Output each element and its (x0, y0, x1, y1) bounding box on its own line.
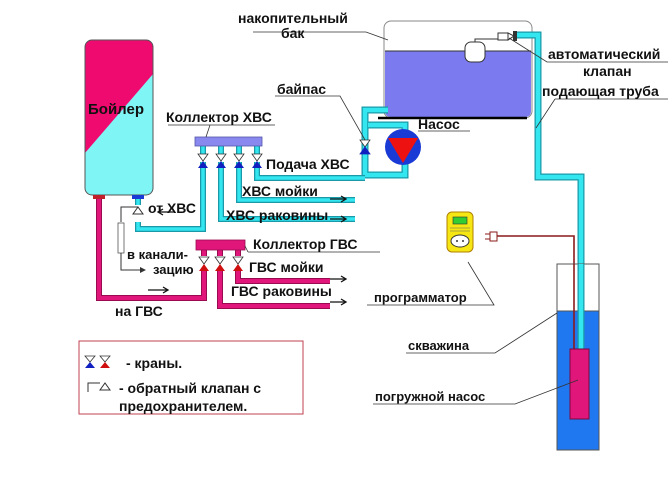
cold-pipes (135, 146, 365, 232)
programmer-label: программатор (374, 290, 467, 305)
legend-valve-red-icon (99, 355, 111, 368)
from-cold-label: от ХВС (148, 200, 196, 216)
submersible-pump-label: погружной насос (375, 389, 485, 404)
cold-collector-label: Коллектор ХВС (166, 109, 272, 125)
well-label: скважина (408, 338, 470, 353)
supply-pipe (517, 31, 585, 358)
hot-kitchen-sink-label: ГВС мойки (249, 259, 323, 275)
tank-label-line1: накопительный (238, 10, 348, 26)
legend-item-check-valve: - обратный клапан с (119, 380, 261, 396)
tank-label-line2: бак (281, 25, 305, 41)
to-hot-label: на ГВС (115, 303, 163, 319)
storage-tank (378, 20, 533, 120)
programmer-icon (446, 211, 474, 253)
float-icon (464, 41, 486, 63)
cold-supply-label: Подача ХВС (266, 156, 350, 172)
hot-collector-label: Коллектор ГВС (253, 236, 357, 252)
auto-valve-label-line2: клапан (583, 63, 632, 79)
pump-icon (385, 129, 421, 165)
valve-icon (198, 256, 210, 271)
valve-icon (233, 153, 245, 168)
valve-icon (251, 153, 263, 168)
hot-collector (195, 239, 246, 251)
valve-icon (214, 256, 226, 271)
hot-valves (198, 256, 244, 271)
cold-valves (197, 153, 263, 168)
valve-icon (215, 153, 227, 168)
auto-valve-icon (497, 31, 517, 41)
hot-bath-sink-label: ГВС раковины (231, 283, 332, 299)
supply-pipe-label: подающая труба (542, 83, 659, 99)
to-sewer-label-line1: в канали- (127, 247, 188, 262)
cold-kitchen-sink-label: ХВС мойки (242, 183, 318, 199)
check-valve-icon (117, 206, 146, 273)
legend: - краны. - обратный клапан с предохранит… (78, 340, 304, 415)
power-plug-icon (485, 231, 498, 242)
legend-item-check-valve-cont: предохранителем. (119, 398, 247, 414)
cold-bath-sink-label: ХВС раковины (226, 207, 328, 223)
hot-pipes (96, 199, 330, 309)
auto-valve-label-line1: автоматический (548, 46, 660, 62)
flow-arrows (148, 195, 348, 306)
cold-collector (194, 136, 263, 147)
pump-label: Насос (418, 116, 460, 132)
legend-item-valves: - краны. (126, 355, 182, 371)
submersible-pump-icon (569, 348, 590, 420)
bypass-label: байпас (277, 81, 326, 97)
valve-icon (232, 256, 244, 271)
boiler-label: Бойлер (88, 101, 144, 118)
valve-icon (197, 153, 209, 168)
tank-water (385, 51, 531, 117)
legend-check-valve-icon (87, 382, 111, 392)
to-sewer-label-line2: зацию (153, 262, 194, 277)
boiler (84, 39, 154, 199)
well (556, 263, 600, 451)
leader-lines (168, 31, 668, 405)
legend-valve-blue-icon (84, 355, 96, 368)
